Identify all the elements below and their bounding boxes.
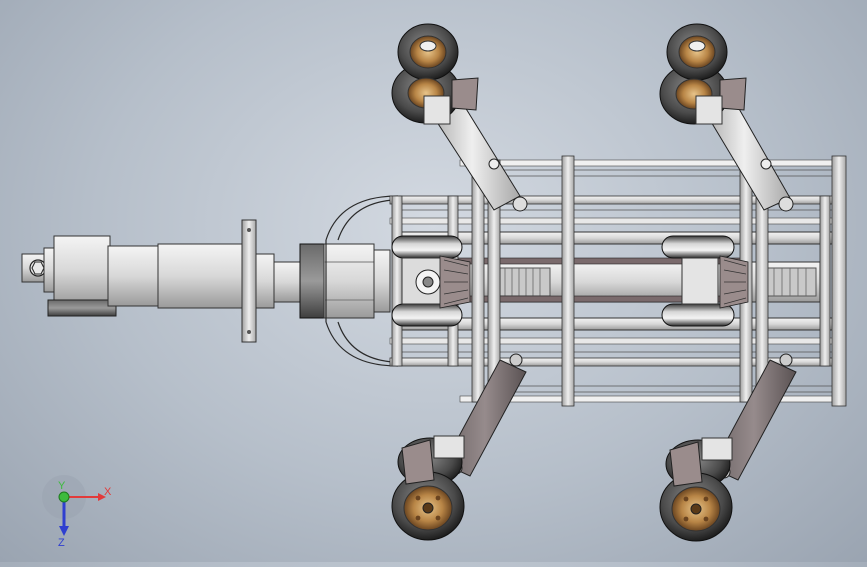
x-axis-label: X: [104, 486, 112, 498]
inner-drive-wheels: [391, 235, 735, 327]
stepper-motor: [299, 243, 391, 319]
wheel-top-right: [659, 23, 747, 125]
y-axis-label: Y: [58, 480, 66, 492]
bevel-gears: [439, 255, 749, 309]
wheel-bottom-left: [391, 435, 465, 541]
z-axis-label: Z: [58, 537, 65, 549]
z-axis-arrowhead: [59, 526, 69, 536]
wheel-bottom-right: [659, 437, 733, 542]
coordinate-triad[interactable]: X Y Z: [42, 475, 112, 549]
gearbox-motor: [21, 219, 305, 343]
y-axis-dot: [58, 491, 70, 503]
x-axis-arrowhead: [98, 493, 106, 501]
front-cage: [325, 195, 399, 367]
wheel-top-left: [391, 23, 479, 125]
